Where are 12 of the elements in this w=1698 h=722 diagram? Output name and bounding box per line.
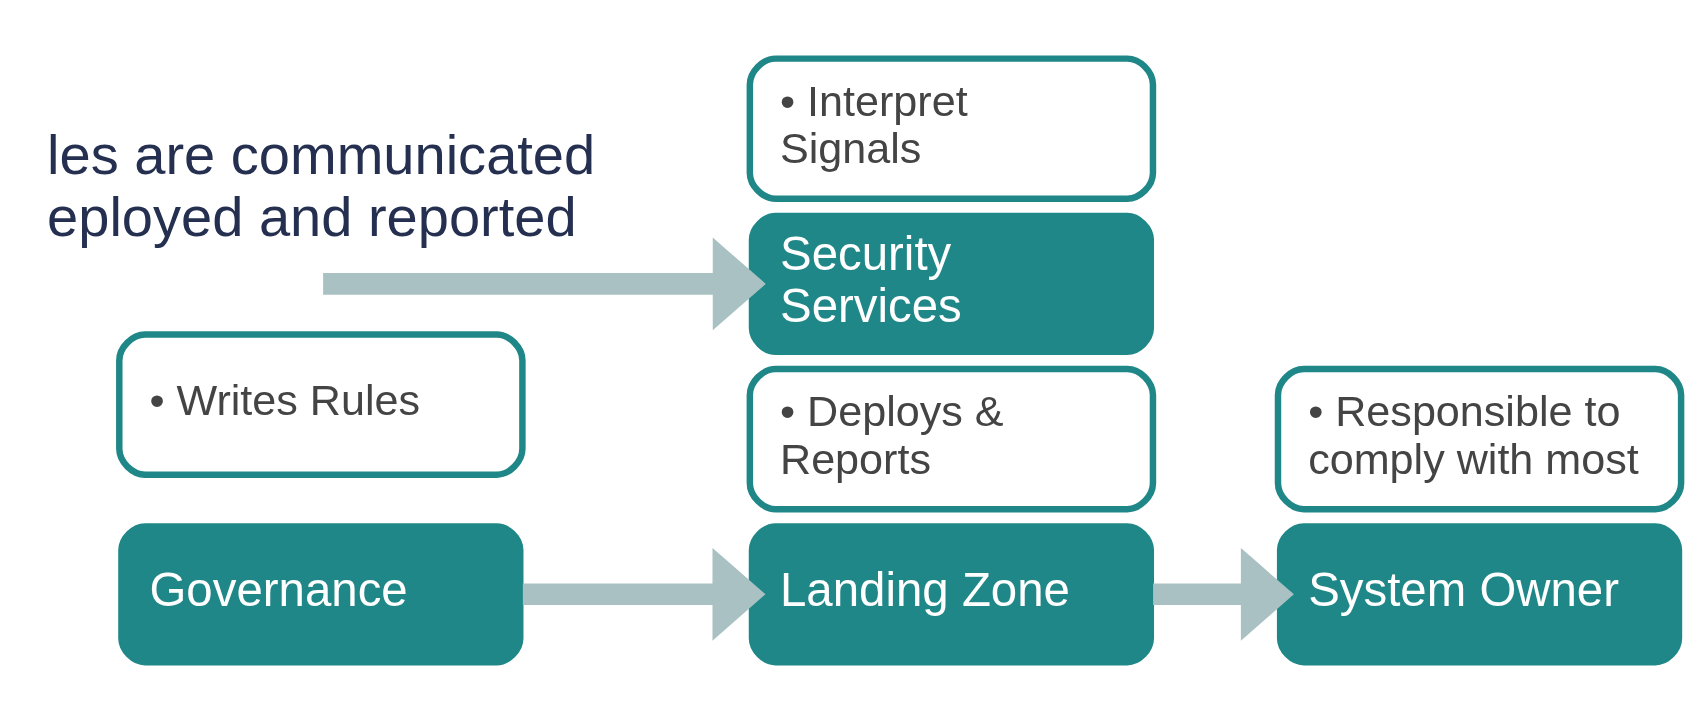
- node-box: Landing Zone: [748, 522, 1155, 665]
- node-box: Governance: [118, 522, 524, 665]
- node-box: • Deploys & Reports: [746, 365, 1157, 512]
- node-box: • Responsible to comply with most: [1274, 365, 1685, 512]
- arrow: [323, 237, 766, 330]
- label: les are communicated eployed and reported: [47, 122, 596, 248]
- arrow: [1153, 547, 1294, 641]
- node-box: System Owner: [1276, 522, 1683, 665]
- node-box: • Interpret Signals: [746, 54, 1157, 202]
- node-box: • Writes Rules: [116, 330, 526, 478]
- arrow: [522, 547, 766, 641]
- node-box: Security Services: [748, 212, 1155, 355]
